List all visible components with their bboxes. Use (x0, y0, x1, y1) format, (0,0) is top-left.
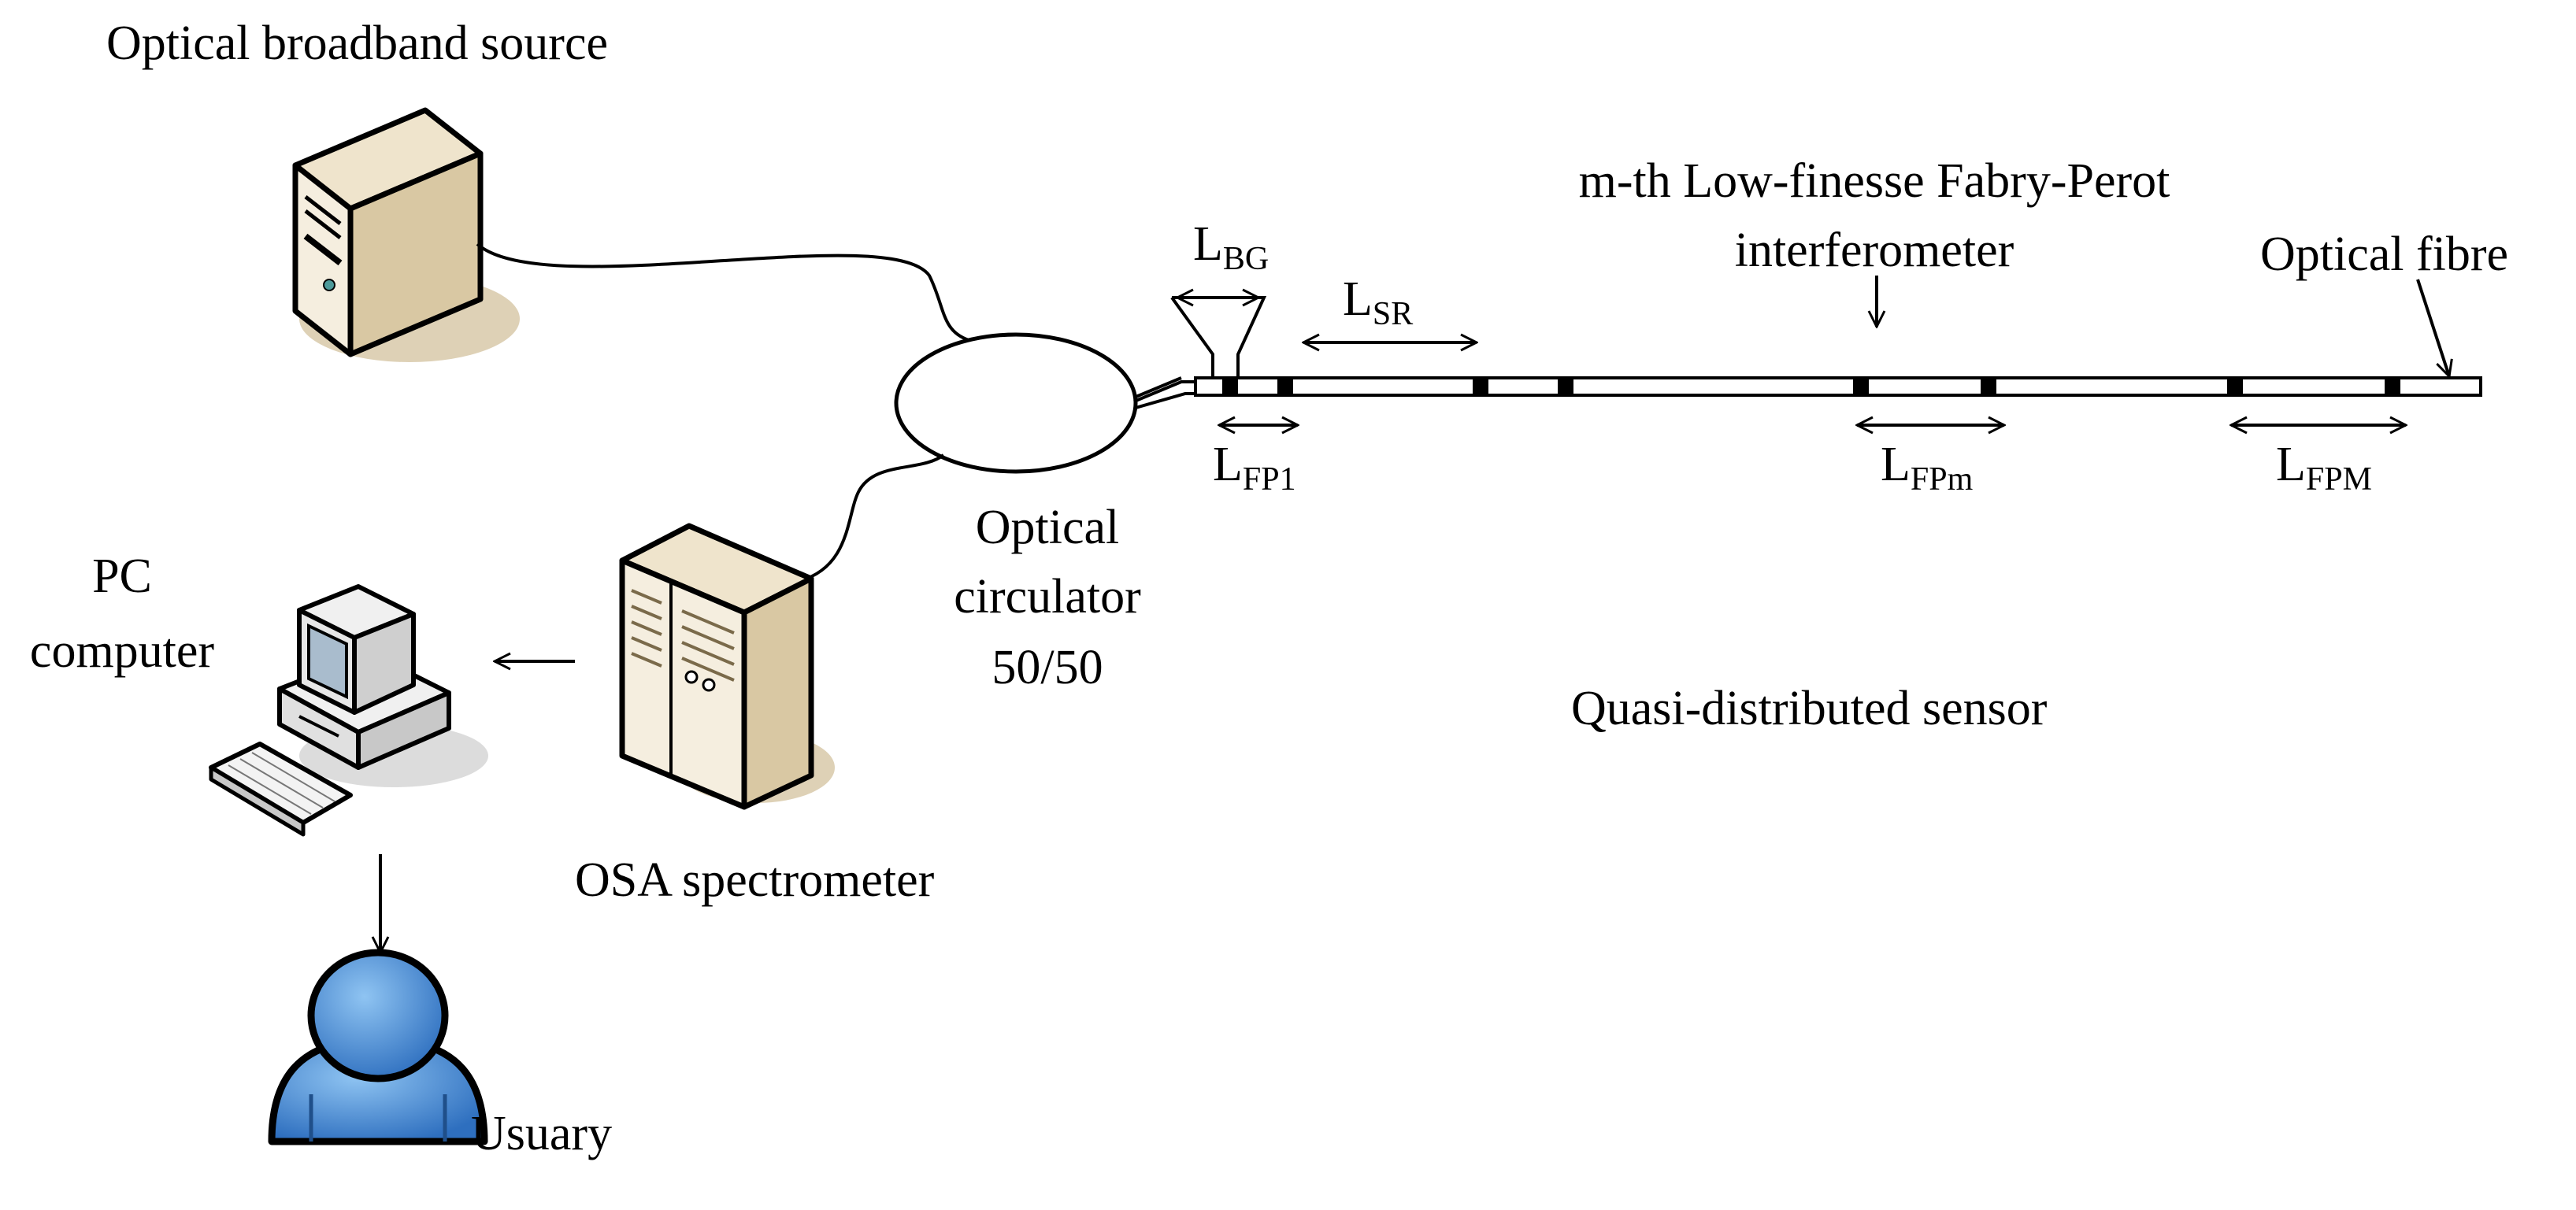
osa-spectrometer-icon (619, 523, 835, 810)
fibre-label: Optical fibre (2260, 228, 2508, 281)
interferometer-label-2: interferometer (1735, 224, 2014, 277)
pc-label-2: computer (30, 624, 214, 678)
lbg-sub: BG (1223, 241, 1269, 277)
lfpm-sub: FPm (1911, 461, 1974, 498)
lfp1-sub: FP1 (1243, 461, 1296, 498)
optical-fibre (1194, 376, 2482, 397)
circulator-label-2: circulator (954, 570, 1141, 624)
optical-circulator (894, 332, 1138, 474)
fibre-pointer (2416, 279, 2449, 376)
source-server-icon (292, 107, 520, 362)
lfp1-main: L (1213, 438, 1243, 491)
circulator-label-3: 50/50 (991, 641, 1103, 694)
lfpM-main: L (2276, 438, 2306, 491)
lbg-main: L (1193, 217, 1223, 271)
lsr-main: L (1343, 272, 1373, 326)
lsr-label: LSR (1343, 272, 1413, 332)
user-icon (268, 949, 488, 1145)
pc-label-1: PC (92, 549, 152, 603)
lfpM-label: LFPM (2276, 438, 2372, 498)
pc-computer-icon (209, 584, 488, 837)
lfpM-sub: FPM (2306, 461, 2372, 498)
lbg-label: LBG (1193, 217, 1269, 277)
source-label: Optical broadband source (106, 17, 608, 70)
circulator-label-1: Optical (976, 501, 1120, 554)
lfpm-label: LFPm (1881, 438, 1974, 498)
lfpm-main: L (1881, 438, 1911, 491)
grating-markers (1222, 378, 2400, 395)
circulator-output (1133, 376, 1197, 409)
lfp1-label: LFP1 (1213, 438, 1296, 498)
osa-label: OSA spectrometer (575, 853, 935, 907)
bragg-grating-funnel (1170, 296, 1267, 378)
lsr-sub: SR (1373, 296, 1413, 332)
interferometer-label-1: m-th Low-finesse Fabry-Perot (1579, 154, 2170, 208)
osa-cable (799, 453, 945, 583)
source-cable (476, 242, 969, 342)
user-label: Usuary (471, 1107, 612, 1160)
sensor-label: Quasi-distributed sensor (1571, 682, 2048, 735)
